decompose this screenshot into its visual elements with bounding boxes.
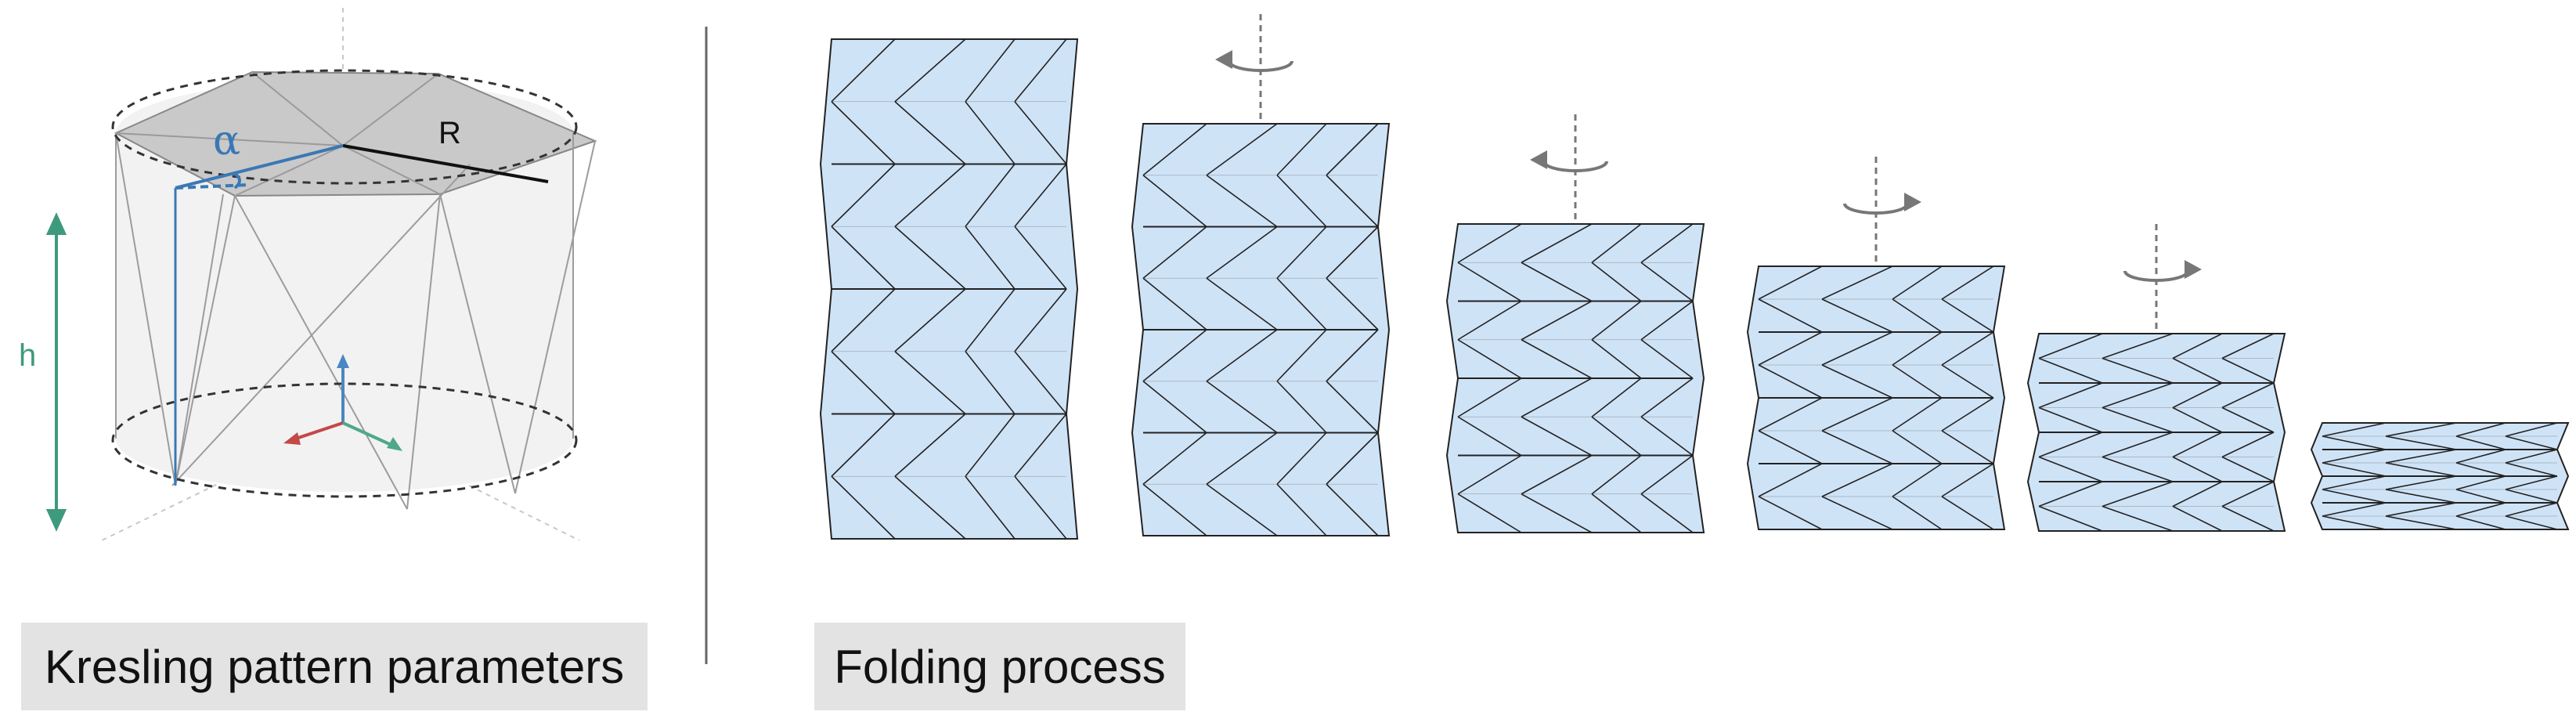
kresling-cylinder — [45, 8, 597, 541]
folding-stage-1 — [819, 38, 1079, 540]
kresling-parameters-caption: Kresling pattern parameters — [21, 623, 648, 710]
rotation-arrow-icon — [2123, 224, 2202, 329]
folding-stage-3 — [1445, 223, 1705, 533]
radius-label: R — [438, 116, 461, 150]
rotation-arrow-icon — [1843, 157, 1921, 262]
folding-stage-6 — [2310, 422, 2570, 530]
rotation-arrow-icon — [1215, 14, 1293, 119]
folding-process-caption: Folding process — [814, 623, 1185, 710]
folding-stage-4 — [1746, 265, 2006, 530]
height-label: h — [19, 338, 37, 373]
rotation-arrow-icon — [1530, 114, 1608, 219]
folding-stage-2 — [1131, 123, 1391, 536]
folding-stage-5 — [2026, 333, 2286, 532]
alpha-label: α — [213, 117, 241, 164]
folding-stages — [819, 14, 2570, 540]
